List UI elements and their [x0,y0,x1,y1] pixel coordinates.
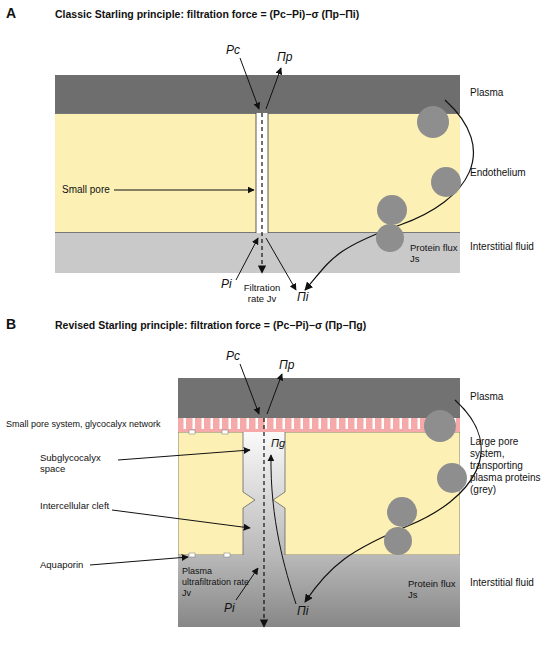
band-label: Interstitial fluid [470,241,549,253]
pore-wall [268,113,269,233]
protein-flux-arrow [305,100,473,290]
tissue-band: Large pore system, transporting plasma p… [178,432,460,555]
symbol-label: Pc [226,349,240,363]
pressure-arrow [267,374,282,414]
protein-molecule [424,410,456,442]
pore-wall [256,113,257,233]
symbol-label: Pi [224,601,235,615]
band-label: Plasma [470,391,549,403]
annotation-label: Protein flux Js [408,578,458,600]
annotation-label: Aquaporin [40,559,83,570]
leader-line [90,557,188,565]
panel-heading: Revised Starling principle: filtration f… [55,319,366,332]
pressure-arrow [240,364,259,414]
aquaporin-symbol [222,430,228,434]
band-label: Interstitial fluid [470,577,549,589]
symbol-label: Pc [226,43,240,57]
annotation-label: Plasma ultrafiltration rate Jv [182,566,254,599]
annotation-label: Subglycocalyx space [40,452,120,474]
protein-molecule [417,106,449,138]
oncotic-arrow [271,455,296,604]
band-label: Plasma [470,87,549,99]
symbol-label: Πg [271,437,285,450]
symbol-label: Pi [221,277,232,291]
annotation-label: Small pore [62,184,110,196]
aquaporin-symbol [189,430,195,434]
endothelial-cells [178,432,460,555]
protein-molecule [431,167,461,197]
protein-molecule [384,527,412,555]
panel-heading: Classic Starling principle: filtration f… [55,8,359,21]
protein-molecule [376,224,404,252]
pressure-arrow [236,238,258,280]
leader-line [114,190,254,191]
connector-group [262,113,264,627]
pressure-arrow [240,58,259,109]
annotation-label: Protein flux Js [410,242,458,264]
protein-flux-arrow [305,400,481,602]
filtration-arrow [261,113,262,273]
symbol-label: Πi [297,290,308,304]
aquaporin-symbol [224,553,230,557]
pressure-arrow [266,68,281,109]
panel-heading: A [6,5,16,22]
leader-line [118,450,250,460]
tissue-band: Interstitial fluid [178,555,460,627]
endothelial-cell [273,432,460,555]
protein-molecule [437,463,467,493]
tissue-band: Plasma [178,378,460,418]
glycocalyx-pores [178,418,460,432]
symbol-label: Πi [297,604,308,618]
filtration-arrow [263,418,264,627]
protein-molecule [377,195,407,225]
band-label: Large pore system, transporting plasma p… [470,436,549,496]
annotation-label: Intercellular cleft [40,500,112,511]
panel-heading: B [6,316,16,333]
protein-molecule [387,497,417,527]
symbol-label: Πp [277,50,292,64]
aquaporin-symbol [189,553,195,557]
annotation-label: Filtration rate Jv [236,282,288,304]
annotation-label: Small pore system, glycocalyx network [6,419,176,430]
tissue-band: Plasma [55,75,460,113]
band-label: Endothelium [470,167,549,179]
symbol-label: Πp [279,358,294,372]
leader-line [112,510,250,528]
glycocalyx-layer [178,418,460,432]
